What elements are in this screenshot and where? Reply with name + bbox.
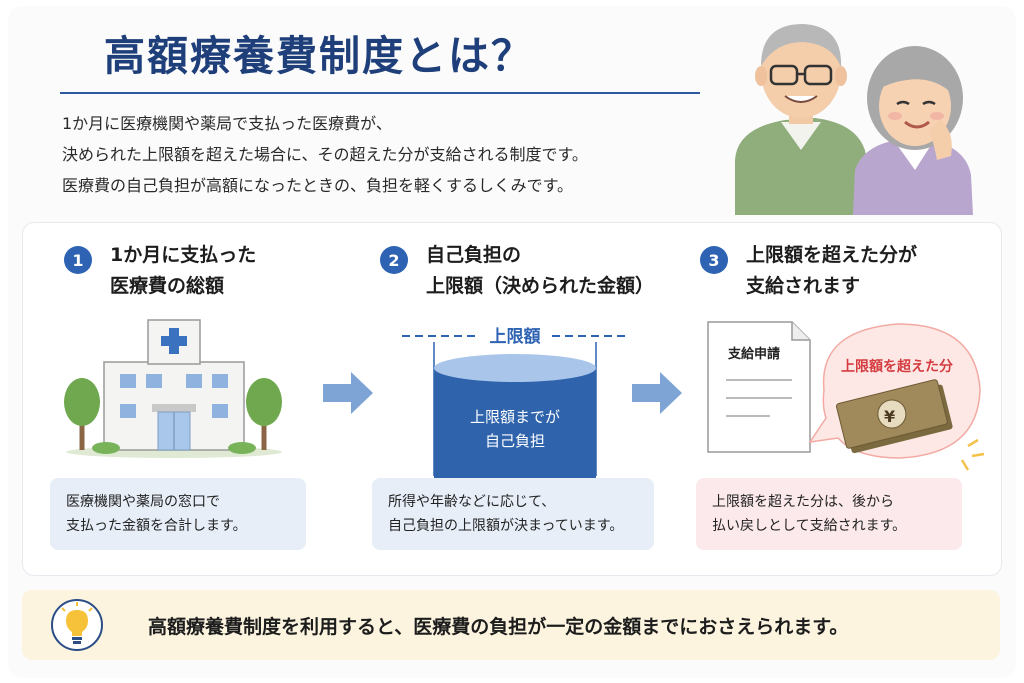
intro-text: 1か月に医療機関や薬局で支払った医療費が、 決められた上限額を超えた場合に、その… [62, 112, 722, 205]
excess-amount-label: 上限額を超えた分 [841, 359, 953, 375]
upper-limit-cylinder [402, 335, 628, 478]
step-1-note: 医療機関や薬局の窓口で 支払った金額を合計します。 [50, 478, 306, 550]
hospital-icon [64, 319, 282, 458]
step-2-header: 2 自己負担の 上限額（決められた金額） [380, 240, 654, 302]
arrow-right-icon [323, 372, 373, 414]
application-form-icon: ¥ [707, 321, 985, 471]
step-title: 上限額を超えた分が 支給されます [746, 240, 917, 302]
svg-text:¥: ¥ [884, 407, 895, 426]
step-title-line: 自己負担の [426, 244, 522, 266]
step-title-line: 上限額を超えた分が [746, 244, 918, 266]
intro-line: 医療費の自己負担が高額になったときの、負担を軽くするしくみです。 [62, 176, 574, 195]
step-title-line: 1か月に支払った [110, 244, 257, 266]
summary-banner: 高額療養費制度を利用すると、医療費の負担が一定の金額までにおさえられます。 [22, 590, 1000, 660]
step-3-note: 上限額を超えた分は、後から 払い戻しとして支給されます。 [696, 478, 962, 550]
note-line: 上限額を超えた分は、後から [712, 494, 894, 510]
step-title-line: 上限額（決められた金額） [426, 275, 655, 297]
intro-line: 決められた上限額を超えた場合に、その超えた分が支給される制度です。 [62, 145, 588, 164]
note-line: 自己負担の上限額が決まっています。 [388, 518, 624, 534]
step-number-badge: 3 [700, 246, 728, 274]
step-title: 1か月に支払った 医療費の総額 [110, 240, 256, 302]
light-bulb-icon [51, 599, 103, 651]
step-title: 自己負担の 上限額（決められた金額） [426, 240, 654, 302]
elderly-couple-illustration [735, 24, 973, 215]
cap-label: 上限額 [489, 327, 541, 347]
form-title: 支給申請 [728, 347, 781, 362]
step-title-line: 医療費の総額 [110, 275, 225, 297]
step-1-header: 1 1か月に支払った 医療費の総額 [64, 240, 256, 302]
step-3-header: 3 上限額を超えた分が 支給されます [700, 240, 917, 302]
page-title: 高額療養費制度とは？ [104, 32, 534, 80]
note-line: 払い戻しとして支給されます。 [712, 518, 907, 534]
cylinder-label-line: 上限額までが [469, 408, 560, 426]
note-line: 所得や年齢などに応じて、 [388, 494, 556, 510]
step-title-line: 支給されます [746, 275, 861, 297]
cylinder-label-line: 自己負担 [484, 432, 545, 450]
note-line: 医療機関や薬局の窓口で [66, 494, 220, 510]
arrow-right-icon [632, 372, 682, 414]
intro-line: 1か月に医療機関や薬局で支払った医療費が、 [62, 114, 392, 133]
title-underline [60, 92, 700, 94]
step-2-note: 所得や年齢などに応じて、 自己負担の上限額が決まっています。 [372, 478, 654, 550]
step-number-badge: 2 [380, 246, 408, 274]
cylinder-label: 上限額までが 自己負担 [434, 405, 596, 453]
note-line: 支払った金額を合計します。 [66, 518, 247, 534]
step-number-badge: 1 [64, 246, 92, 274]
summary-text: 高額療養費制度を利用すると、医療費の負担が一定の金額までにおさえられます。 [148, 616, 849, 638]
